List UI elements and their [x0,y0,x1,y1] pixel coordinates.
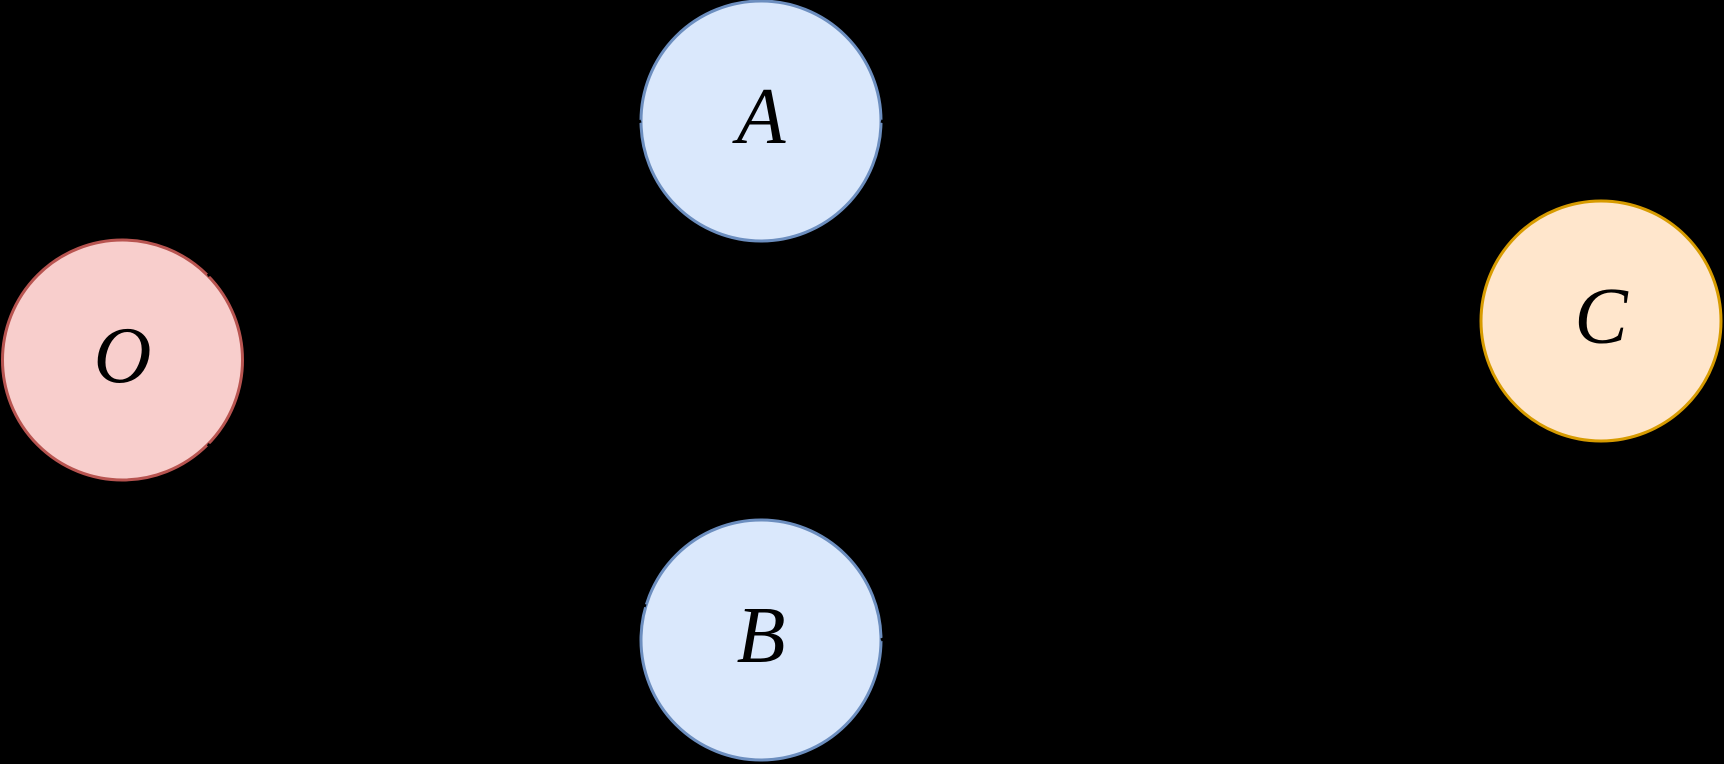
node-c-label: C [1574,273,1629,361]
node-a-label: A [732,73,787,161]
edge-a-c [880,119,1494,298]
edge-b-c [880,364,1498,642]
node-b-label: B [737,592,786,680]
edge-o-b [206,443,647,608]
node-o-label: O [94,312,152,400]
edge-o-a [206,119,642,277]
node-c-circle [1479,199,1723,443]
node-o-circle [1,238,244,482]
